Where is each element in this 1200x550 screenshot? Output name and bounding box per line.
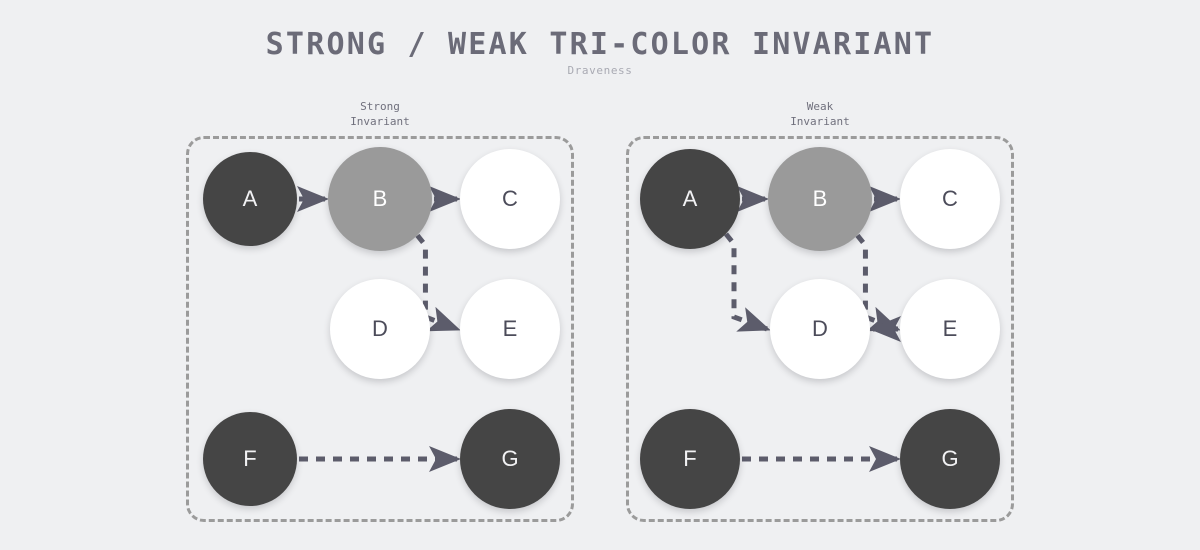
panel-weak — [626, 136, 1014, 522]
node-label: F — [243, 446, 257, 471]
node-strong-f[interactable]: F — [203, 412, 297, 506]
node-strong-b[interactable]: B — [328, 147, 432, 251]
node-label: A — [682, 186, 698, 211]
node-label: B — [372, 186, 388, 211]
node-label: B — [812, 186, 828, 211]
node-strong-c[interactable]: C — [460, 149, 560, 249]
panel-label-weak: Weak Invariant — [790, 100, 850, 128]
node-weak-f[interactable]: F — [640, 409, 740, 509]
panel-label-strong: Strong Invariant — [350, 100, 410, 128]
node-strong-a[interactable]: A — [203, 152, 297, 246]
node-weak-a[interactable]: A — [640, 149, 740, 249]
node-label: F — [683, 446, 697, 471]
node-label: E — [942, 316, 958, 341]
node-label: D — [372, 316, 388, 341]
node-label: A — [242, 186, 258, 211]
node-label: G — [941, 446, 959, 471]
node-label: E — [502, 316, 518, 341]
node-weak-e[interactable]: E — [900, 279, 1000, 379]
page-subtitle: Draveness — [567, 64, 633, 77]
panel-strong — [186, 136, 574, 522]
node-label: D — [812, 316, 828, 341]
node-weak-d[interactable]: D — [770, 279, 870, 379]
node-strong-e[interactable]: E — [460, 279, 560, 379]
node-weak-g[interactable]: G — [900, 409, 1000, 509]
node-strong-d[interactable]: D — [330, 279, 430, 379]
node-strong-g[interactable]: G — [460, 409, 560, 509]
page-title: STRONG / WEAK TRI-COLOR INVARIANT — [265, 27, 935, 62]
node-weak-b[interactable]: B — [768, 147, 872, 251]
node-label: G — [501, 446, 519, 471]
node-weak-c[interactable]: C — [900, 149, 1000, 249]
node-label: C — [942, 186, 958, 211]
node-label: C — [502, 186, 518, 211]
